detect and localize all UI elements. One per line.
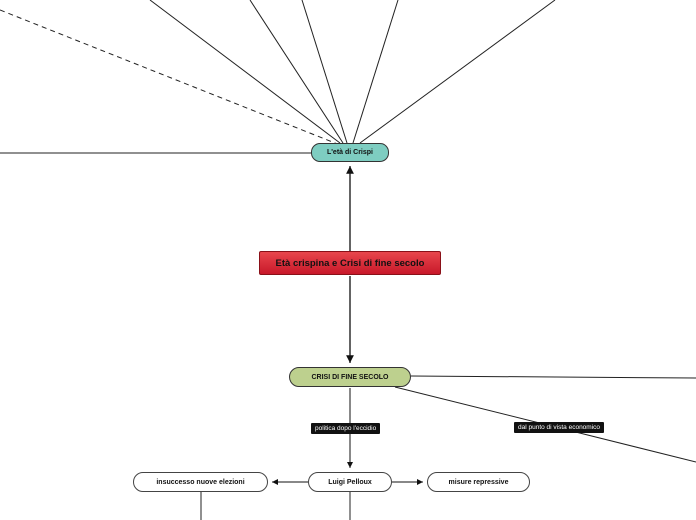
branch-crisi-right xyxy=(410,375,696,379)
branch-line-2 xyxy=(149,0,341,144)
node-crisi-di-fine-secolo[interactable]: CRISI DI FINE SECOLO xyxy=(289,367,411,387)
branch-line-5 xyxy=(352,0,399,144)
connector-label-economico: dal punto di vista economico xyxy=(514,422,605,433)
connector-label-politica: politica dopo l'eccidio xyxy=(311,423,381,434)
branch-line-3 xyxy=(249,0,344,144)
central-topic[interactable]: Età crispina e Crisi di fine secolo xyxy=(259,251,441,275)
branch-line-1 xyxy=(0,9,341,146)
branch-line-6 xyxy=(359,0,556,144)
node-misure-repressive[interactable]: misure repressive xyxy=(427,472,530,492)
node-eta-di-crispi[interactable]: L'età di Crispi xyxy=(311,143,389,162)
branch-line-4 xyxy=(301,0,348,144)
node-insuccesso-nuove-elezioni[interactable]: insuccesso nuove elezioni xyxy=(133,472,268,492)
node-luigi-pelloux[interactable]: Luigi Pelloux xyxy=(308,472,392,492)
